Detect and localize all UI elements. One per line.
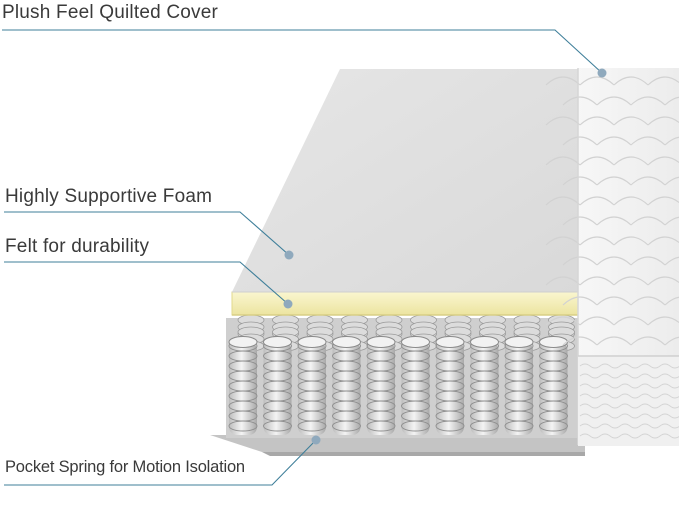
quilt-stitch	[596, 336, 632, 346]
spring-coil	[332, 336, 361, 435]
wave-stitch	[579, 413, 679, 419]
quilt-stitch	[579, 196, 615, 206]
quilt-stitch	[596, 136, 632, 146]
quilt-stitch	[613, 276, 649, 286]
quilt-stitch	[647, 116, 679, 126]
quilt-stitch	[562, 336, 598, 346]
label-quilted-cover: Plush Feel Quilted Cover	[2, 2, 219, 23]
quilt-stitch	[630, 136, 666, 146]
foam-layer	[232, 69, 580, 292]
quilt-stitch	[613, 196, 649, 206]
quilt-stitch	[613, 236, 649, 246]
quilt-stitch	[630, 256, 666, 266]
wave-stitch	[579, 423, 679, 429]
quilt-stitch	[647, 316, 679, 326]
quilt-stitch	[613, 116, 649, 126]
quilt-stitch	[664, 336, 679, 346]
quilt-stitch	[579, 156, 615, 166]
spring-coil	[470, 336, 499, 435]
quilt-stitch	[545, 316, 581, 326]
leader-dot-spring	[311, 435, 321, 445]
quilt-stitch	[630, 216, 666, 226]
leader-line-foam	[4, 211, 290, 256]
quilt-stitch	[562, 216, 598, 226]
spring-coil	[539, 336, 568, 435]
wave-stitch	[579, 373, 679, 379]
quilt-stitch	[596, 176, 632, 186]
pocket-spring-grid	[228, 314, 575, 435]
quilt-stitch	[647, 196, 679, 206]
spring-coil	[228, 336, 258, 435]
quilt-stitch	[647, 236, 679, 246]
quilt-stitch	[613, 156, 649, 166]
cover-side-band	[578, 356, 679, 446]
spring-coil	[263, 336, 292, 435]
quilt-stitch	[630, 296, 666, 306]
label-supportive-foam: Highly Supportive Foam	[5, 186, 213, 207]
spring-coil	[504, 336, 534, 435]
quilt-stitch	[596, 216, 632, 226]
quilt-stitch	[579, 116, 615, 126]
quilt-stitch	[664, 256, 679, 266]
label-felt: Felt for durability	[5, 236, 150, 257]
quilt-pattern	[545, 76, 679, 346]
quilt-stitch	[647, 276, 679, 286]
wave-stitch	[579, 403, 679, 409]
quilt-stitch	[579, 236, 615, 246]
quilt-stitch	[562, 256, 598, 266]
quilt-stitch	[545, 276, 581, 286]
leader-line-felt	[4, 261, 289, 305]
quilt-stitch	[630, 96, 666, 106]
base-board-shadow	[262, 452, 585, 456]
spring-coil	[435, 336, 465, 435]
quilt-stitch	[562, 296, 598, 306]
quilt-stitch	[579, 316, 615, 326]
quilt-stitch	[596, 256, 632, 266]
spring-coil	[401, 336, 430, 435]
leader-dot-cover	[597, 68, 607, 78]
leader-dot-felt	[283, 299, 293, 309]
quilt-stitch	[596, 96, 632, 106]
quilt-stitch	[545, 196, 581, 206]
leader-dot-foam	[284, 250, 294, 260]
quilt-stitch	[647, 156, 679, 166]
quilt-stitch	[562, 176, 598, 186]
quilt-stitch	[630, 176, 666, 186]
quilt-stitch	[596, 296, 632, 306]
quilt-stitch	[545, 156, 581, 166]
quilted-cover	[578, 68, 679, 356]
quilt-stitch	[545, 236, 581, 246]
leader-line-spring	[4, 439, 317, 486]
quilt-stitch	[613, 316, 649, 326]
quilt-stitch	[664, 96, 679, 106]
quilt-stitch	[664, 176, 679, 186]
wave-stitch	[579, 393, 679, 399]
quilt-stitch	[545, 76, 581, 86]
wave-stitch	[579, 383, 679, 389]
quilt-stitch	[579, 76, 615, 86]
wave-stitch	[579, 363, 679, 369]
quilt-stitch	[545, 116, 581, 126]
leader-line-cover	[2, 29, 603, 74]
quilt-stitch	[664, 216, 679, 226]
side-band-wave-pattern	[579, 363, 679, 439]
quilt-stitch	[613, 76, 649, 86]
base-board	[210, 435, 585, 452]
label-pocket-spring: Pocket Spring for Motion Isolation	[5, 458, 245, 476]
quilt-stitch	[630, 336, 666, 346]
spring-coil	[366, 336, 396, 435]
spring-coil	[297, 336, 327, 435]
quilt-stitch	[562, 96, 598, 106]
quilt-stitch	[664, 136, 679, 146]
quilt-stitch	[579, 276, 615, 286]
wave-stitch	[579, 433, 679, 439]
quilt-stitch	[562, 136, 598, 146]
quilt-stitch	[647, 76, 679, 86]
quilt-stitch	[664, 296, 679, 306]
